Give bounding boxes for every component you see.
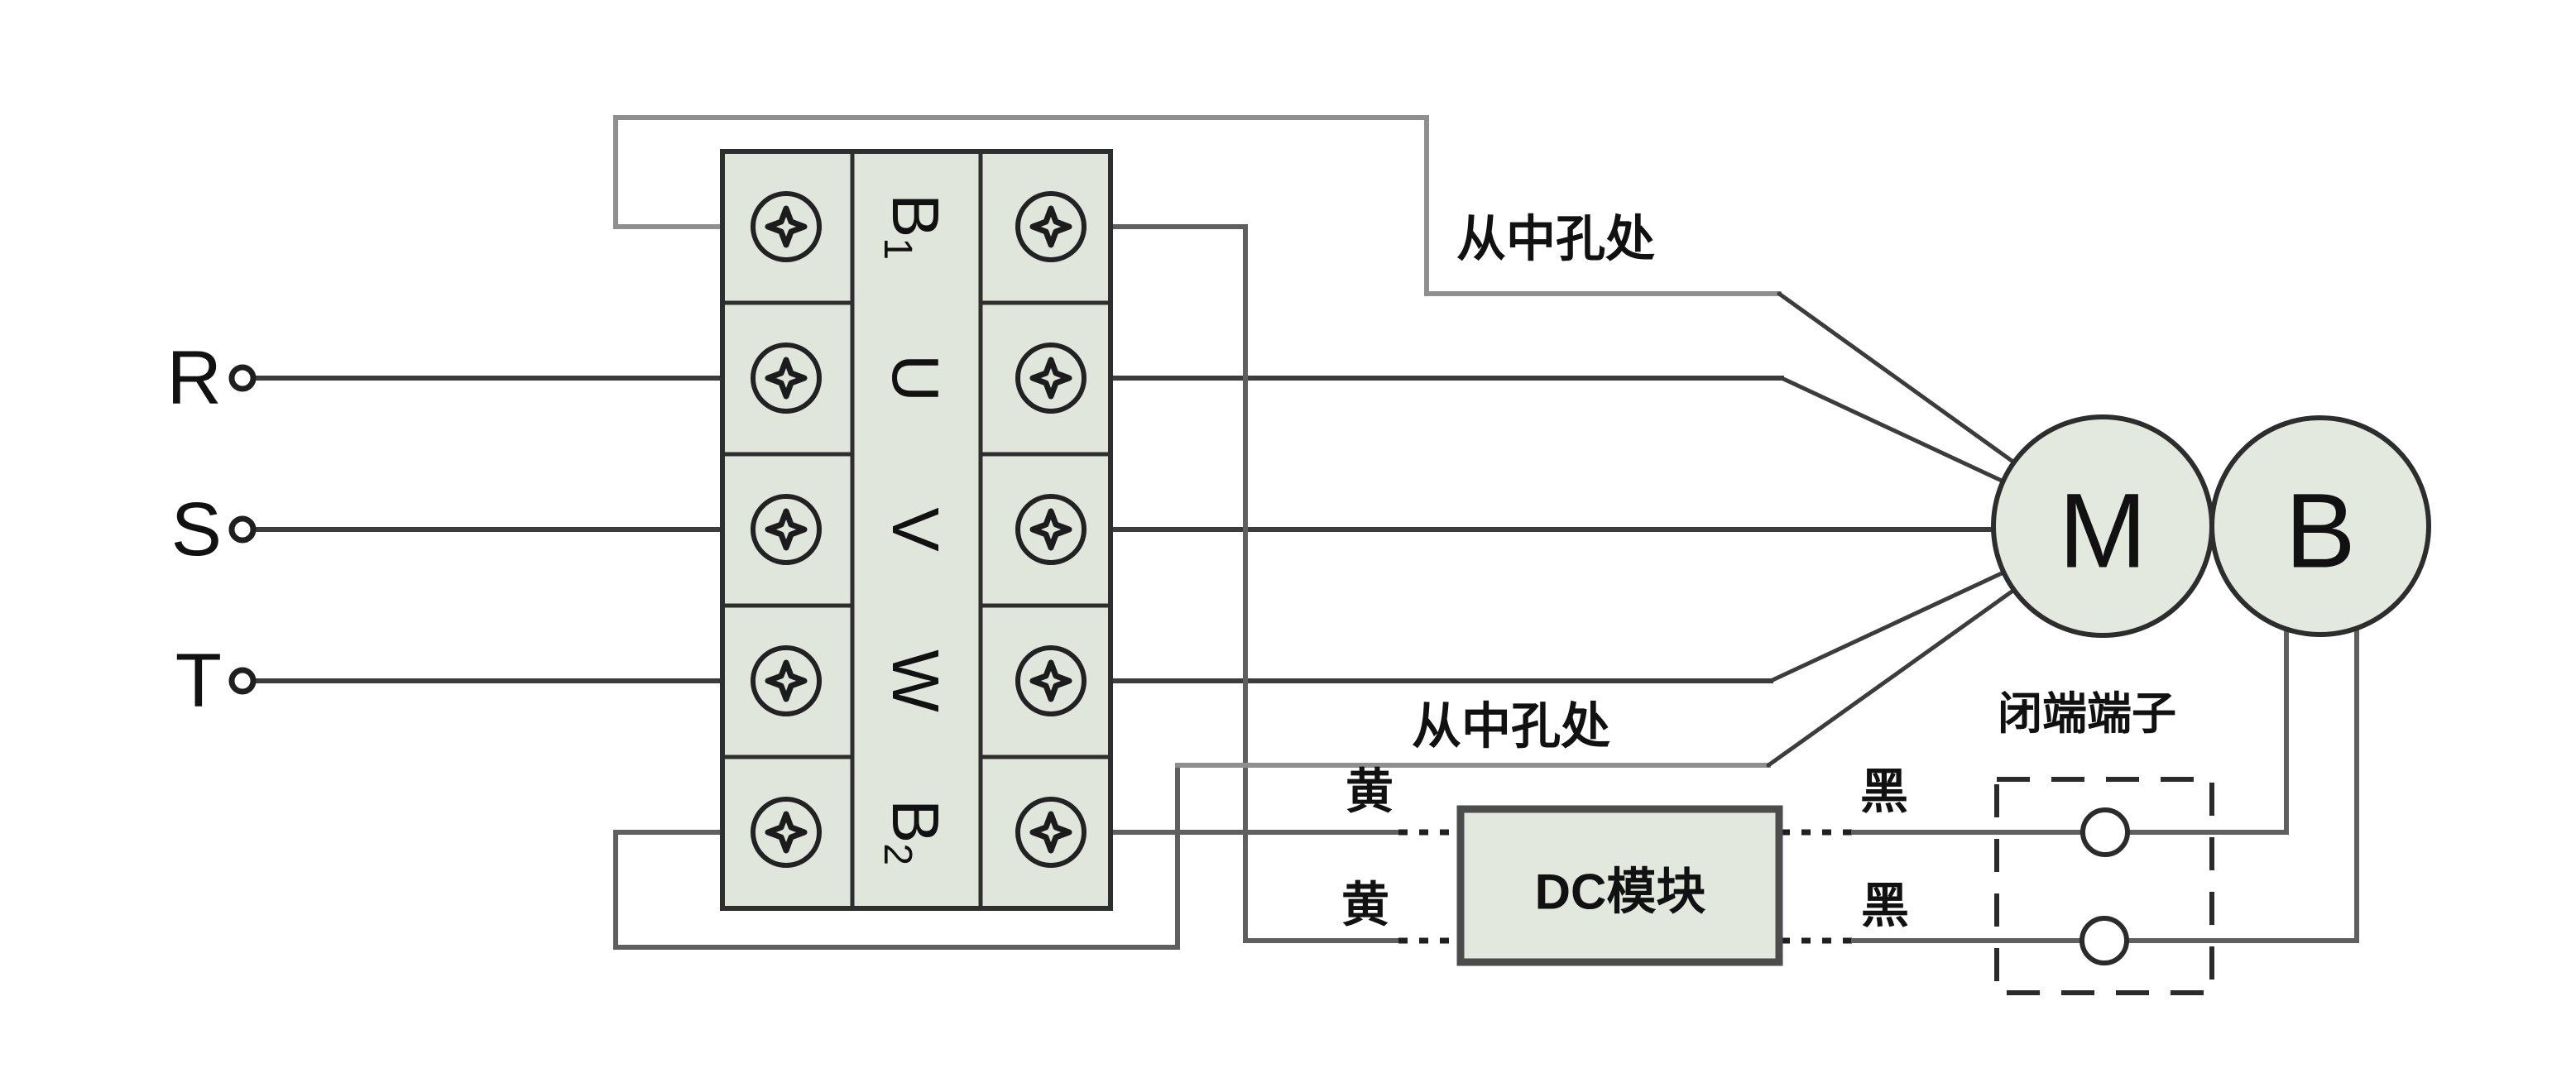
screw-icon: [1015, 342, 1087, 414]
annotation-yellow-bottom: 黄: [1341, 879, 1389, 932]
phase-terminal-dot-r: [228, 364, 257, 392]
wire-b1-right-to-dc: [1048, 224, 1401, 943]
screw-icon: [751, 645, 822, 716]
wire-center-hole-bottom-diagonal: [1766, 587, 2017, 768]
dc-module-label: DC模块: [1535, 865, 1706, 920]
annotation-from-center-hole-top: 从中孔处: [1456, 212, 1655, 267]
terminal-block-labels: B1 U V W B2: [876, 194, 953, 865]
terminal-label-w: W: [880, 649, 953, 712]
wire-r-diagonal: [1779, 376, 2006, 484]
terminal-label-v: V: [880, 507, 953, 552]
closed-end-terminal-top: [2080, 807, 2130, 857]
terminal-label-b1: B1: [876, 194, 953, 260]
phase-terminal-dot-t: [228, 667, 257, 695]
annotation-black-top: 黑: [1860, 765, 1908, 819]
brake-circle: [2209, 415, 2431, 637]
motor-label: M: [2059, 472, 2147, 591]
terminal-label-u: U: [880, 354, 953, 402]
phase-inputs: R S T: [167, 336, 257, 723]
terminal-label-b2: B2: [876, 799, 953, 865]
phase-label-r: R: [167, 336, 222, 420]
screw-icon: [1015, 797, 1087, 868]
wire-b2-left-loop: [613, 763, 1180, 950]
terminal-screws: [751, 191, 1087, 868]
terminal-block-row-separators: [722, 300, 1111, 759]
screw-icon: [1015, 191, 1087, 262]
annotation-closed-end-terminal: 闭端端子: [1998, 689, 2176, 739]
dc-module-box: [1456, 805, 1783, 966]
screw-icon: [1015, 494, 1087, 565]
brake-label: B: [2285, 472, 2355, 591]
phase-label-s: S: [171, 487, 222, 572]
annotation-yellow-top: 黄: [1346, 765, 1394, 819]
screw-icon: [751, 342, 822, 414]
wire-black-bottom-to-brake: [1851, 626, 2359, 943]
phase-label-t: T: [175, 639, 222, 723]
annotation-from-center-hole-bottom: 从中孔处: [1412, 699, 1610, 754]
wire-b1-left-loop: [613, 115, 1782, 296]
phase-terminal-dot-s: [228, 515, 257, 544]
wire-center-hole-top-diagonal: [1777, 291, 2017, 465]
screw-icon: [1015, 645, 1087, 716]
wire-black-top-to-brake: [1851, 625, 2289, 835]
screw-icon: [751, 494, 822, 565]
wire-t-diagonal: [1768, 570, 2006, 683]
screw-icon: [751, 191, 822, 262]
closed-end-terminal-bottom: [2080, 916, 2129, 965]
screw-icon: [751, 797, 822, 868]
annotation-black-bottom: 黑: [1861, 879, 1909, 933]
